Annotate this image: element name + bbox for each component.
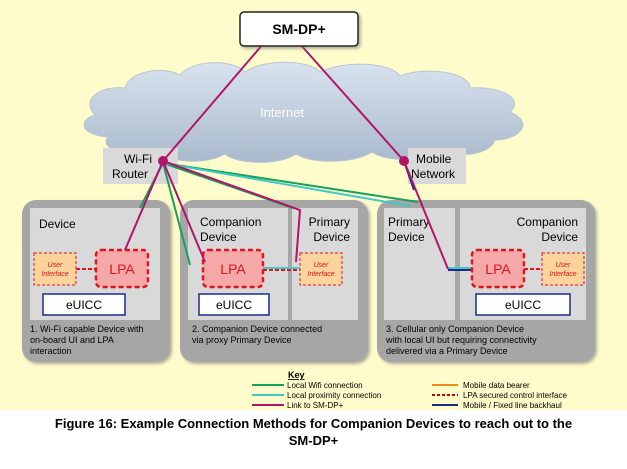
panel1-desc-1: 1. Wi-Fi capable Device with	[30, 324, 144, 334]
panel3-desc-1: 3. Cellular only Companion Device	[386, 324, 524, 334]
panel2-lpa-label: LPA	[220, 261, 246, 277]
panel3-lpa-box	[470, 248, 526, 289]
wifi-router-line2: Router	[112, 167, 148, 181]
panel2-lpa-box	[201, 248, 265, 289]
legend-label-backhaul: Mobile / Fixed line backhaul	[463, 401, 562, 410]
smdp-link-mobile	[299, 43, 405, 162]
mobile-network-box	[408, 148, 466, 184]
panel1-ui-line1: User	[48, 262, 63, 269]
wifi-router-line1: Wi-Fi	[124, 152, 152, 166]
panel3-companion-line1: Companion	[517, 215, 578, 229]
legend-title: Key	[288, 370, 305, 380]
panel1-desc-2: on-board UI and LPA	[30, 335, 114, 345]
panel3-lpa-label: LPA	[485, 261, 511, 277]
panel3-euicc-box	[475, 293, 571, 316]
panel2-desc-2: via proxy Primary Device	[192, 335, 292, 345]
panel2-desc-1: 2. Companion Device connected	[192, 324, 322, 334]
panel1-euicc-label: eUICC	[66, 298, 102, 312]
mobile-network-line2: Network	[411, 167, 456, 181]
panel1-desc-3: interaction	[30, 346, 72, 356]
wifi-link-companion2	[162, 162, 191, 266]
panel2-euicc-label: eUICC	[216, 298, 252, 312]
panel1-lpa-box	[94, 248, 150, 289]
panel3-ui-line1: User	[556, 262, 571, 269]
panel3-companion-line2: Device	[541, 230, 578, 244]
panel2-ui-line2: Interface	[307, 271, 334, 278]
legend-label-wifi: Local Wifi connection	[287, 381, 363, 390]
smdp-link-device1	[124, 160, 164, 251]
panel1-euicc-box	[42, 293, 126, 316]
diagram-area: Internet Device User Interface	[0, 0, 627, 410]
panel3-primary-line1: Primary	[388, 215, 429, 229]
panel2-companion-line2: Device	[200, 230, 237, 244]
connection-lines	[124, 43, 449, 270]
smdp-link-router	[162, 43, 264, 162]
panel1-user-interface	[33, 252, 77, 286]
smdp-link-companion2	[162, 160, 206, 263]
panel3-desc-2: with local UI but requiring connectivity	[385, 335, 537, 345]
panel2-primary-line1: Primary	[309, 215, 350, 229]
panel3-desc-3: delivered via a Primary Device	[386, 346, 508, 356]
internet-cloud	[83, 61, 524, 163]
legend-label-smdp: Link to SM-DP+	[287, 401, 344, 410]
panel3-user-interface	[541, 252, 585, 286]
figure-caption-line1: Figure 16: Example Connection Methods fo…	[54, 416, 573, 431]
panel1-ui-line2: Interface	[41, 271, 68, 278]
legend-label-mobile-data: Mobile data bearer	[463, 381, 530, 390]
panel3-primary-line2: Device	[388, 230, 425, 244]
panel2-euicc-box	[198, 293, 270, 316]
legend-label-lpa-control: LPA secured control interface	[463, 391, 567, 400]
panel1-lpa-label: LPA	[109, 261, 135, 277]
panel2-primary-line2: Device	[313, 230, 350, 244]
panel2-ui-line1: User	[314, 262, 329, 269]
connection-diagram: Internet Device User Interface	[22, 11, 595, 410]
legend: Key Local Wifi connection Local proximit…	[252, 370, 567, 410]
smdp-server-label: SM-DP+	[272, 21, 325, 37]
smdp-server-box	[239, 11, 359, 47]
smdp-link-primary2	[162, 160, 302, 263]
smdp-link-lpa3	[403, 160, 449, 270]
mobile-node	[399, 156, 409, 166]
router-node	[158, 156, 168, 166]
panel2-companion-line1: Companion	[200, 215, 261, 229]
legend-label-proximity: Local proximity connection	[287, 391, 381, 400]
panel3-ui-line2: Interface	[549, 271, 576, 278]
panel3-euicc-label: eUICC	[505, 298, 541, 312]
panel2-user-interface	[299, 252, 343, 286]
figure-caption-line2: SM-DP+	[288, 433, 339, 448]
internet-label: Internet	[260, 105, 304, 120]
proximity-link-primary3	[162, 162, 411, 207]
panel1-title: Device	[39, 217, 76, 231]
mobile-network-line1: Mobile	[416, 152, 452, 166]
